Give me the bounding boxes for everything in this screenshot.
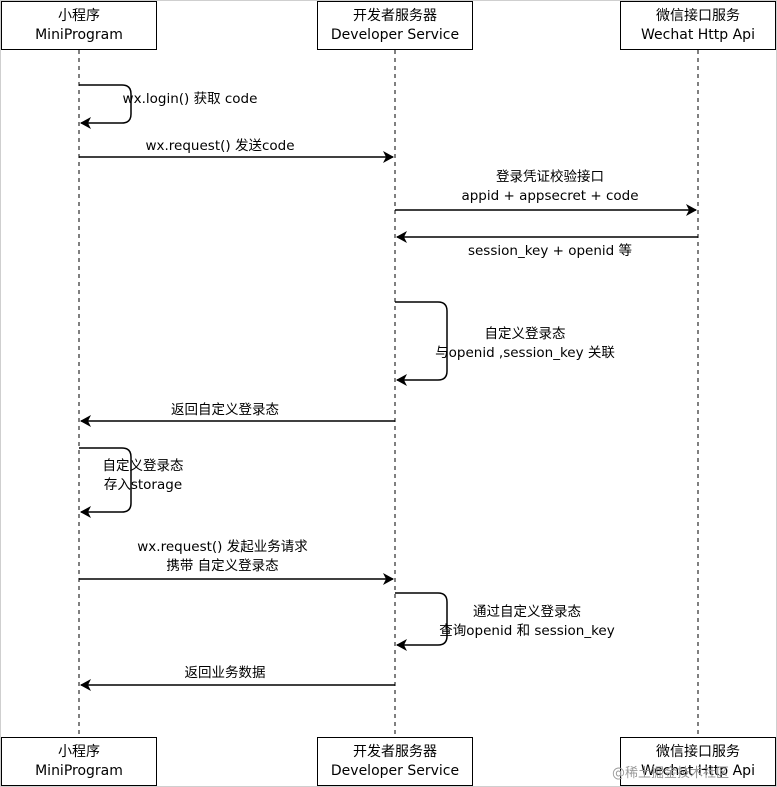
message-label-wx-login: wx.login() 获取 code	[100, 90, 280, 109]
message-line: 登录凭证校验接口	[496, 169, 604, 185]
participant-name: 小程序	[58, 7, 100, 24]
message-line: 与openid ,session_key 关联	[435, 345, 615, 361]
message-label-session-key: session_key + openid 等	[440, 242, 660, 261]
participant-name: 开发者服务器	[353, 7, 437, 24]
message-label-code2session: 登录凭证校验接口 appid + appsecret + code	[430, 168, 670, 206]
message-line: wx.login() 获取 code	[122, 91, 258, 107]
self-arrow-store-storage	[79, 447, 132, 518]
message-line: 自定义登录态	[102, 458, 184, 474]
participant-miniprogram-bottom: 小程序 MiniProgram	[1, 737, 157, 786]
participant-wechat-api-bottom: 微信接口服务 Wechat Http Api	[620, 737, 776, 786]
participant-subname: Wechat Http Api	[641, 762, 755, 779]
message-line: 携带 自定义登录态	[166, 558, 279, 574]
message-line: 返回自定义登录态	[171, 402, 279, 418]
message-line: 存入storage	[103, 477, 183, 493]
message-label-return-session: 返回自定义登录态	[130, 401, 320, 420]
message-label-send-code: wx.request() 发送code	[120, 137, 320, 156]
participant-name: 微信接口服务	[656, 7, 740, 24]
message-line: session_key + openid 等	[467, 243, 633, 259]
participant-name: 微信接口服务	[656, 743, 740, 760]
self-arrow-wx-login	[79, 84, 132, 129]
message-line: wx.request() 发起业务请求	[137, 539, 308, 555]
participant-subname: Wechat Http Api	[641, 26, 755, 43]
message-line: wx.request() 发送code	[145, 138, 295, 154]
self-arrow-query-session	[395, 592, 448, 651]
participant-wechat-api-top: 微信接口服务 Wechat Http Api	[620, 1, 776, 50]
participant-name: 开发者服务器	[353, 743, 437, 760]
participant-subname: MiniProgram	[35, 26, 123, 43]
message-label-store-storage: 自定义登录态 存入storage	[80, 457, 206, 495]
message-line: 查询openid 和 session_key	[439, 623, 615, 639]
message-label-return-data: 返回业务数据	[150, 664, 300, 683]
participant-subname: Developer Service	[330, 26, 460, 43]
participant-developer-service-top: 开发者服务器 Developer Service	[317, 1, 473, 50]
participant-name: 小程序	[58, 743, 100, 760]
message-label-custom-session: 自定义登录态 与openid ,session_key 关联	[415, 325, 635, 363]
self-arrow-custom-session	[395, 301, 448, 386]
participant-miniprogram-top: 小程序 MiniProgram	[1, 1, 157, 50]
participant-developer-service-bottom: 开发者服务器 Developer Service	[317, 737, 473, 786]
message-line: 返回业务数据	[184, 665, 266, 681]
participant-subname: Developer Service	[330, 762, 460, 779]
message-label-query-session: 通过自定义登录态 查询openid 和 session_key	[417, 603, 637, 641]
message-label-business-request: wx.request() 发起业务请求 携带 自定义登录态	[110, 538, 335, 576]
watermark: @稀土掘金技术社区	[612, 766, 730, 781]
message-line: 通过自定义登录态	[473, 604, 581, 620]
message-line: 自定义登录态	[484, 326, 566, 342]
message-line: appid + appsecret + code	[461, 188, 639, 204]
participant-subname: MiniProgram	[35, 762, 123, 779]
